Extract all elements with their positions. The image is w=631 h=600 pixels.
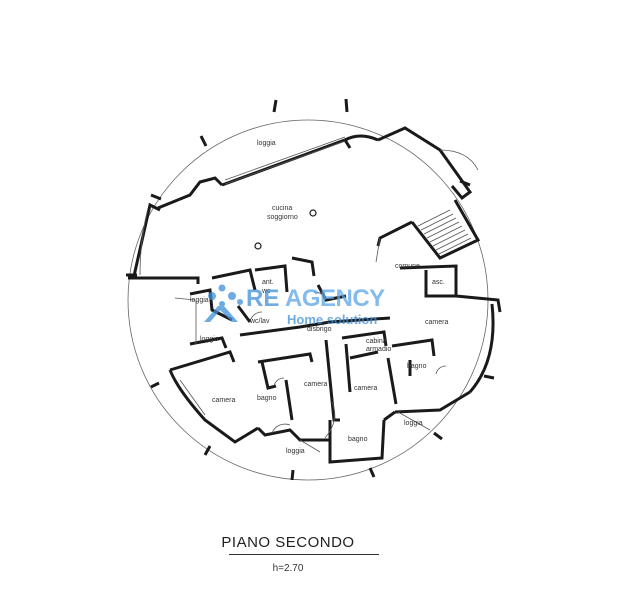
label-disbrigo: disbrigo (307, 326, 332, 333)
label-comune: comune (395, 263, 420, 270)
label-camera-center: camera (304, 381, 327, 388)
label-ant: ant. (262, 279, 274, 286)
label-wc: wc (261, 288, 271, 295)
title-underline (229, 554, 379, 555)
label-camera-right: camera (425, 319, 448, 326)
plan-title: PIANO SECONDO (221, 534, 355, 551)
label-cabina: cabina (366, 338, 387, 345)
logo-dots-icon (204, 284, 243, 322)
ceiling-height-label: h=2.70 (272, 563, 304, 574)
label-wclav: wc/lav (249, 318, 270, 325)
label-camera-center2: camera (354, 385, 377, 392)
label-soggiorno: soggiorno (267, 214, 298, 221)
label-loggia-right: loggia (404, 420, 423, 427)
watermark-tagline: Home solution (287, 312, 377, 327)
label-loggia-left2: loggia (200, 336, 219, 343)
thin-lines (139, 136, 479, 453)
label-asc: asc. (432, 279, 445, 286)
watermark-agency: AGENCY (285, 285, 385, 312)
label-armadio: armadio (366, 346, 391, 353)
room-labels: loggia cucina soggiorno loggia ant. wc w… (190, 140, 448, 455)
label-loggia-bottom: loggia (286, 448, 305, 455)
label-cucina: cucina (272, 205, 292, 212)
label-bagno-right: bagno (407, 363, 427, 370)
label-bagno-left: bagno (257, 395, 277, 402)
label-loggia-top: loggia (257, 140, 276, 147)
label-camera-left: camera (212, 397, 235, 404)
watermark-logo: RE AGENCY Home solution (204, 284, 386, 327)
walls (128, 126, 502, 464)
label-bagno-bottom: bagno (348, 436, 368, 443)
watermark-re: RE (246, 285, 279, 312)
label-loggia-left: loggia (190, 297, 209, 304)
radial-stubs (126, 98, 495, 481)
columns (254, 209, 317, 250)
